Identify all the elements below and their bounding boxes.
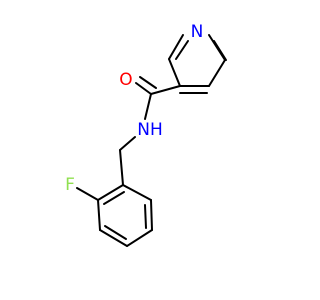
atom-o-carbonyl: O	[119, 70, 132, 90]
bond	[103, 191, 125, 205]
molecule-diagram: N O NH F	[65, 22, 227, 247]
bond	[144, 93, 152, 120]
bond	[168, 34, 184, 60]
atom-n-pyridine: N	[191, 22, 204, 42]
bond	[139, 76, 157, 89]
bond	[76, 187, 99, 201]
bond	[122, 184, 152, 201]
atom-labels: N O NH F	[65, 22, 203, 195]
bond	[208, 59, 226, 87]
bond	[126, 229, 153, 247]
bond	[119, 136, 136, 151]
bond	[99, 229, 128, 247]
bond	[97, 199, 101, 231]
molecule-structure: N O NH F	[65, 22, 227, 247]
bond	[97, 184, 124, 201]
bond	[119, 149, 124, 186]
bond	[175, 40, 189, 60]
atom-f-fluoro: F	[65, 175, 75, 195]
bond	[213, 40, 227, 61]
bond	[168, 58, 181, 87]
bond	[104, 225, 127, 240]
atom-nh-amide: NH	[137, 120, 163, 140]
bond	[144, 204, 147, 229]
bond	[135, 82, 152, 95]
bonds	[76, 34, 227, 247]
bond	[150, 199, 153, 231]
bond	[150, 85, 181, 95]
